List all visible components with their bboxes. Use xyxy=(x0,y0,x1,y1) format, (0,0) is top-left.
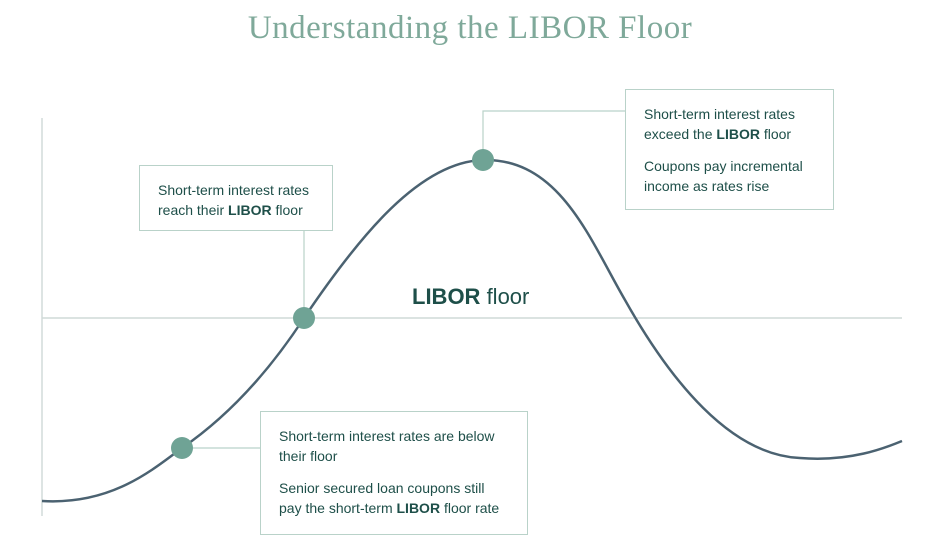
callout-text-after: floor rate xyxy=(440,500,500,516)
leader-line-above xyxy=(482,110,625,160)
marker-below-floor xyxy=(171,437,193,459)
libor-floor-label: LIBOR floor xyxy=(412,284,529,310)
callout-text-bold: LIBOR xyxy=(716,126,760,142)
callout-text-before: Coupons pay incremental income as rates … xyxy=(644,158,803,194)
callout-exceed-floor: Short-term interest rates exceed the LIB… xyxy=(625,89,834,210)
callout-text: Senior secured loan coupons still pay th… xyxy=(279,478,509,518)
callout-text: Short-term interest rates reach their LI… xyxy=(158,180,314,220)
marker-above-floor xyxy=(472,149,494,171)
callout-text-after: floor xyxy=(759,126,792,142)
marker-at-floor xyxy=(293,307,315,329)
libor-floor-label-rest: floor xyxy=(480,284,530,309)
callout-reach-floor: Short-term interest rates reach their LI… xyxy=(139,165,333,231)
callout-text: Coupons pay incremental income as rates … xyxy=(644,156,815,196)
libor-floor-label-bold: LIBOR xyxy=(412,284,481,309)
callout-text: Short-term interest rates are below thei… xyxy=(279,426,509,466)
callout-text-before: Senior secured loan coupons still pay th… xyxy=(279,480,485,516)
page-title: Understanding the LIBOR Floor xyxy=(247,10,693,46)
callout-text-bold: LIBOR xyxy=(228,202,272,218)
callout-text-bold: LIBOR xyxy=(396,500,441,516)
callout-text: Short-term interest rates exceed the LIB… xyxy=(644,104,815,144)
callout-text-before: Short-term interest rates exceed the xyxy=(644,106,795,142)
callout-text-after: floor xyxy=(271,202,303,218)
callout-below-floor: Short-term interest rates are below thei… xyxy=(260,411,528,535)
callout-text-before: Short-term interest rates are below thei… xyxy=(279,428,495,464)
callout-text-before: Short-term interest rates reach their xyxy=(158,182,309,218)
